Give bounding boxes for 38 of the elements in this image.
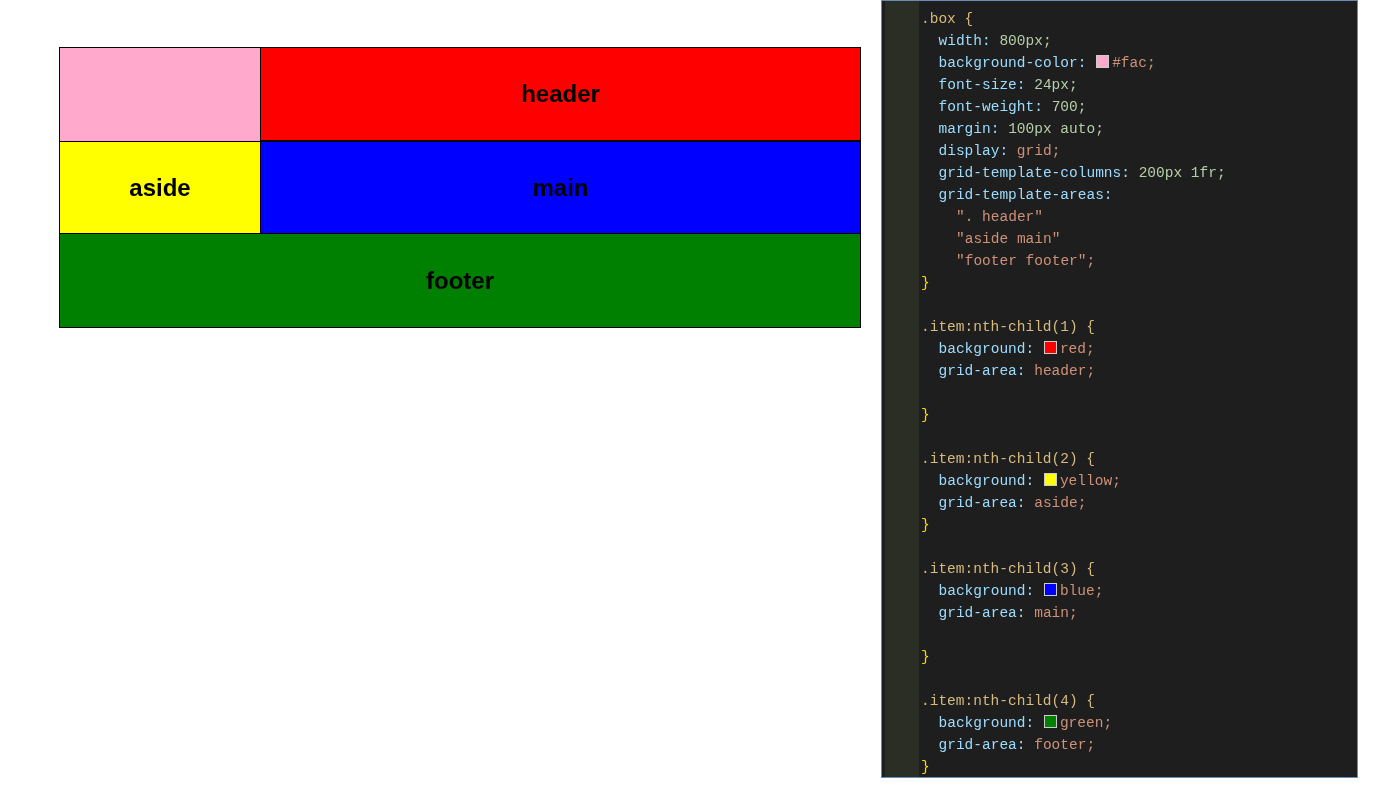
code-line: } — [921, 758, 930, 777]
code-line: "footer footer"; — [956, 252, 1096, 271]
grid-container — [60, 48, 860, 327]
code-line: margin: 100px auto; — [938, 120, 1104, 139]
grid-item — [60, 234, 860, 327]
area-label: aside — [129, 173, 191, 202]
code-line: } — [921, 648, 930, 667]
code-line: } — [921, 406, 930, 425]
code-line: grid-area: main; — [938, 604, 1078, 623]
code-line: .item:nth-child(2) { — [921, 450, 1096, 469]
code-line: background: yellow; — [938, 472, 1121, 491]
code-line: background: blue; — [938, 582, 1104, 601]
code-line: grid-area: header; — [938, 362, 1096, 381]
code-line: grid-area: footer; — [938, 736, 1096, 755]
code-line: font-size: 24px; — [938, 76, 1078, 95]
code-line: background: green; — [938, 714, 1113, 733]
area-label: footer — [426, 266, 494, 295]
grid-item — [60, 141, 260, 234]
code-line: .item:nth-child(4) { — [921, 692, 1096, 711]
code-line: font-weight: 700; — [938, 98, 1087, 117]
code-line: width: 800px; — [938, 32, 1052, 51]
code-line: .box { — [921, 10, 974, 29]
area-label: header — [521, 80, 600, 108]
code-line: grid-template-columns: 200px 1fr; — [938, 164, 1226, 183]
code-line: .item:nth-child(3) { — [921, 560, 1096, 579]
code-line: display: grid; — [938, 142, 1061, 161]
code-line: background-color: #fac; — [938, 54, 1156, 73]
code-line: ". header" — [956, 208, 1043, 227]
code-line: .item:nth-child(1) { — [921, 318, 1096, 337]
code-line: grid-template-areas: — [938, 186, 1113, 205]
grid-item — [260, 48, 860, 141]
code-line: grid-area: aside; — [938, 494, 1087, 513]
area-label: main — [532, 173, 589, 202]
code-line: } — [921, 274, 930, 293]
code-line: background: red; — [938, 340, 1095, 359]
code-line: "aside main" — [956, 230, 1061, 249]
grid-item — [260, 141, 860, 234]
code-line: } — [921, 516, 930, 535]
